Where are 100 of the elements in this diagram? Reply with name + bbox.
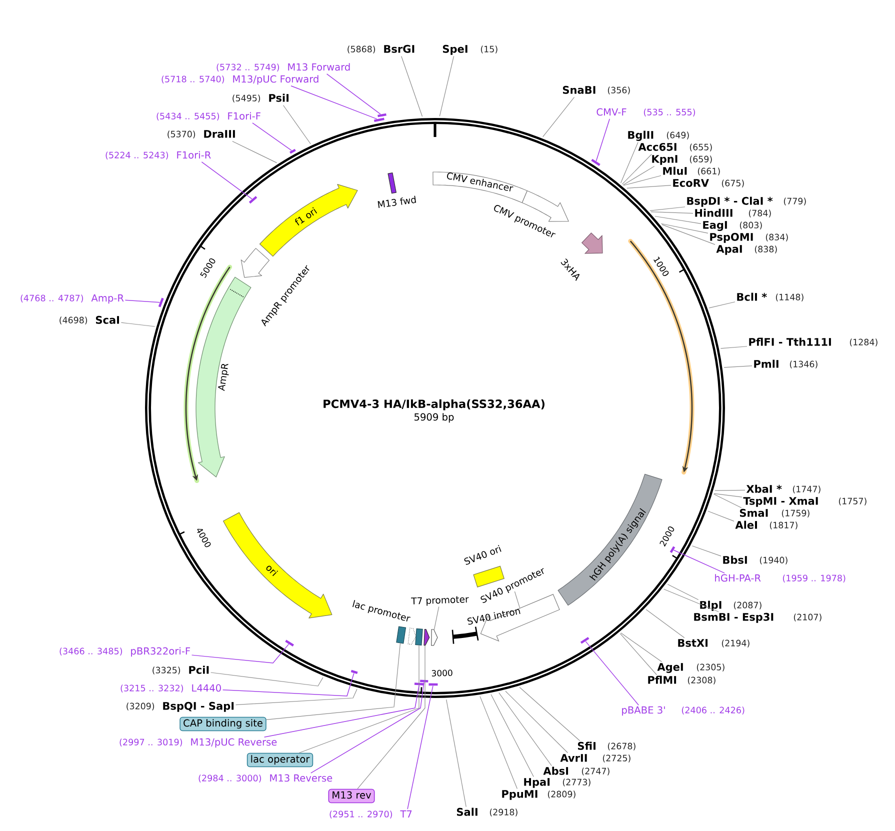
leader-line [298,644,420,754]
cut-position: (3209) [126,702,154,710]
enzyme-name: SalI [456,808,478,816]
leader-line [650,206,686,211]
primer-position: (1959 .. 1978) [782,574,846,582]
leader-line [407,685,434,810]
primer-name: M13 Forward [288,63,350,71]
leader-line [664,588,719,612]
cut-position: (2308) [688,676,716,684]
leader-line [708,510,734,522]
leader-line [650,212,694,214]
leader-line [692,546,722,556]
leader-line [620,632,662,662]
enzyme-name: AvrII [560,754,587,762]
leader-line [542,96,575,138]
primer-mark [248,196,258,204]
cut-position: (2809) [548,790,576,798]
enzyme-name: AbsI [543,766,568,775]
primer-name: pBABE 3' [622,706,665,716]
enzyme-name: PciI [189,666,209,674]
primer-mark [374,118,384,122]
leader-line [620,633,657,676]
enzyme-name: BbsI [723,556,747,564]
leader-line [264,685,420,738]
leader-line [714,490,746,491]
feature-label: lac promoter [352,600,410,622]
cut-position: (2918) [490,808,518,816]
leader-line [401,56,423,117]
cut-position: (5868) [348,46,376,54]
feature-label: CMV enhancer [447,172,514,192]
primer-mark [290,148,296,154]
primer-name: F1ori-F [228,112,260,120]
cut-position: (838) [754,246,777,254]
leader-line [498,692,552,766]
enzyme-name: PspOMI [710,232,753,243]
enzyme-name: HpaI [524,778,550,788]
cut-position: (655) [690,144,712,152]
primer-mark [670,546,676,553]
cut-position: (5370) [168,130,196,138]
leader-line [620,142,638,184]
enzyme-name: BsmBI - Esp3I [694,612,774,623]
primer-mark [420,680,428,682]
leader-line [667,584,699,600]
primer-name: CMV-F [596,108,626,116]
primer-mark [414,682,424,686]
primer-name: M13/pUC Forward [233,75,318,85]
primer-mark [428,683,438,686]
primer-name: F1ori-R [177,151,211,159]
enzyme-name: EagI [703,221,727,231]
leader-line [714,494,742,508]
scale-number: 3000 [432,670,452,676]
cut-position: (2194) [722,640,750,648]
primer-position: (5224 .. 5243) [106,152,168,160]
primer-position: (2984 .. 3000) [198,774,262,782]
leader-line [585,641,639,706]
enzyme-name: BglII [628,130,654,141]
leader-line [232,140,278,164]
cut-position: (1759) [782,510,810,518]
feature-marker [431,629,438,646]
cut-position: (2773) [562,778,590,786]
leader-line [646,609,685,638]
feature-label: ori [266,566,278,576]
enzyme-name: XbaI * [746,484,782,493]
enzyme-name: Acc65I [638,142,676,151]
enzyme-name: SpeI [442,44,468,55]
cut-position: (1284) [850,338,878,346]
enzyme-name: PmlI [754,360,778,368]
leader-line [714,493,742,498]
enzyme-name: BstXI [678,639,708,647]
feature-tag: CAP binding site [180,716,266,732]
primer-position: (4768 .. 4787) [20,294,84,302]
primer-position: (5718 .. 5740) [162,76,224,84]
cut-position: (1940) [760,556,788,564]
leader-line [235,688,358,706]
cut-position: (3325) [152,666,180,674]
scale-number: 4000 [197,528,211,548]
leader-line [724,366,752,368]
leader-line [439,56,454,117]
primer-position: (3215 .. 3232) [120,684,184,692]
cut-position: (356) [608,86,630,94]
leader-line [310,682,424,774]
leader-line [708,302,736,308]
primer-mark [350,670,358,674]
primer-name: L4440 [192,684,221,692]
enzyme-name: BlpI [700,600,722,611]
primer-position: (5732 .. 5749) [216,64,280,72]
leader-line [673,550,725,574]
enzyme-name: DraIII [204,130,235,138]
primer-mark [591,158,600,166]
primer-name: Amp-R [91,294,124,304]
cut-position: (1817) [770,522,798,530]
enzyme-name: PflFI - Tth111I [749,338,831,346]
leader-line [434,606,440,630]
enzyme-name: TspMI - XmaI [743,497,818,507]
leader-line [252,122,292,151]
enzyme-name: SfiI [578,742,596,750]
enzyme-name: SnaBI [562,86,596,94]
cut-position: (1757) [838,498,866,506]
cut-position: (4698) [60,316,88,324]
enzyme-name: BsrGI [384,44,414,53]
